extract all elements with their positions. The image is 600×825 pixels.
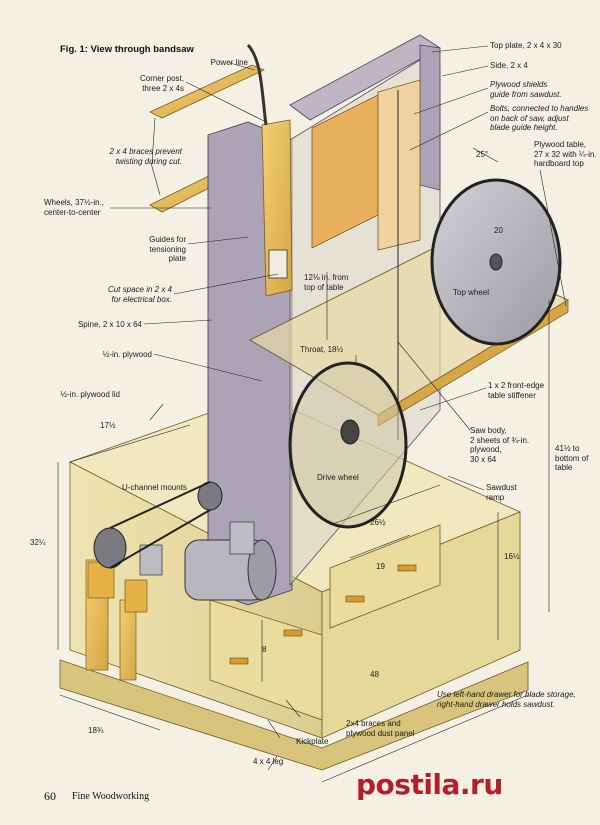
magazine-name: Fine Woodworking [72, 791, 150, 802]
dim-width-26: 26½ [370, 518, 386, 527]
blade-guard [377, 79, 421, 251]
dim-depth-18: 18¾ [88, 726, 104, 735]
drawer-handle-4 [397, 564, 417, 572]
label-to-bottom: 41½ to bottom of table [555, 444, 589, 472]
watermark-logo: postila.ru [356, 768, 596, 818]
drawer-handle-1 [229, 657, 249, 665]
motor-end [247, 539, 277, 601]
upper-brace [149, 64, 265, 119]
label-bolts: Bolts, connected to handles on back of s… [490, 104, 589, 132]
drawer-handle-2 [283, 629, 303, 637]
side-post [419, 44, 441, 191]
power-line [246, 43, 268, 126]
label-top-wheel: Top wheel [453, 288, 490, 297]
label-cut-space: Cut space in 2 x 4 for electrical box. [107, 285, 172, 304]
top-wheel-hub [489, 253, 503, 271]
kickplate [59, 659, 529, 771]
corner-block-2 [124, 579, 148, 613]
label-top-plate: Top plate, 2 x 4 x 30 [490, 41, 562, 50]
label-braces: 2 x 4 braces prevent twisting during cut… [109, 147, 182, 166]
drive-wheel-hub [340, 419, 360, 445]
label-power-line: Power line [210, 58, 248, 67]
label-braces-panel: 2x4 braces and plywood dust panel [346, 719, 415, 738]
label-kickplate: Kickplate [296, 737, 329, 746]
dim-drawer-8: 8 [262, 645, 267, 654]
dim-height-16: 16½ [504, 552, 520, 561]
drawer-handle-3 [345, 595, 365, 603]
label-drawers-note: Use left-hand drawer for blade storage, … [437, 690, 576, 709]
drive-belt [109, 481, 211, 569]
label-u-channel: U-channel mounts [122, 483, 187, 492]
dim-width-19: 19 [376, 562, 385, 571]
dim-angle: 25° [476, 150, 489, 159]
label-leg: 4 x 4 leg [253, 757, 284, 766]
label-spine: Spine, 2 x 10 x 64 [77, 320, 142, 329]
label-twelve-in: 12⅛ in. from top of table [304, 273, 349, 292]
dim-wheel-dia: 20 [494, 226, 503, 235]
label-plywood-table: Plywood table, 27 x 32 with ¼-in. hardbo… [534, 140, 597, 168]
watermark-text: postila.ru [356, 768, 503, 801]
dim-height-left: 32¼ [30, 538, 46, 547]
label-corner-post: Corner post, three 2 x 4s [139, 74, 184, 93]
label-sawdust-ramp: Sawdust ramp [486, 483, 517, 502]
label-drive-wheel: Drive wheel [317, 473, 359, 482]
figure-title: Fig. 1: View through bandsaw [60, 44, 194, 55]
dim-length-48: 48 [370, 670, 379, 679]
drive-wheel [288, 361, 408, 529]
label-saw-body: Saw body, 2 sheets of ¾-in. plywood, 30 … [470, 426, 530, 464]
page-number: 60 [44, 789, 56, 803]
leader-lines [57, 45, 567, 783]
label-plywood-shields: Plywood shields guide from sawdust. [490, 80, 562, 99]
label-front-edge: 1 x 2 front-edge table stiffener [488, 381, 545, 400]
electrical-box [268, 249, 288, 279]
label-plywood-lid: ½-in. plywood lid [60, 390, 120, 399]
label-half-plywood: ½-in. plywood [102, 350, 152, 359]
label-wheels: Wheels, 37½-in., center-to-center [44, 198, 105, 217]
u-channel-mount-2 [229, 521, 255, 555]
label-throat: Throat, 18½ [300, 345, 344, 354]
label-side: Side, 2 x 4 [490, 61, 528, 70]
dim-lid-depth: 17½ [100, 421, 116, 430]
label-guides: Guides for tensioning plate [149, 235, 186, 263]
